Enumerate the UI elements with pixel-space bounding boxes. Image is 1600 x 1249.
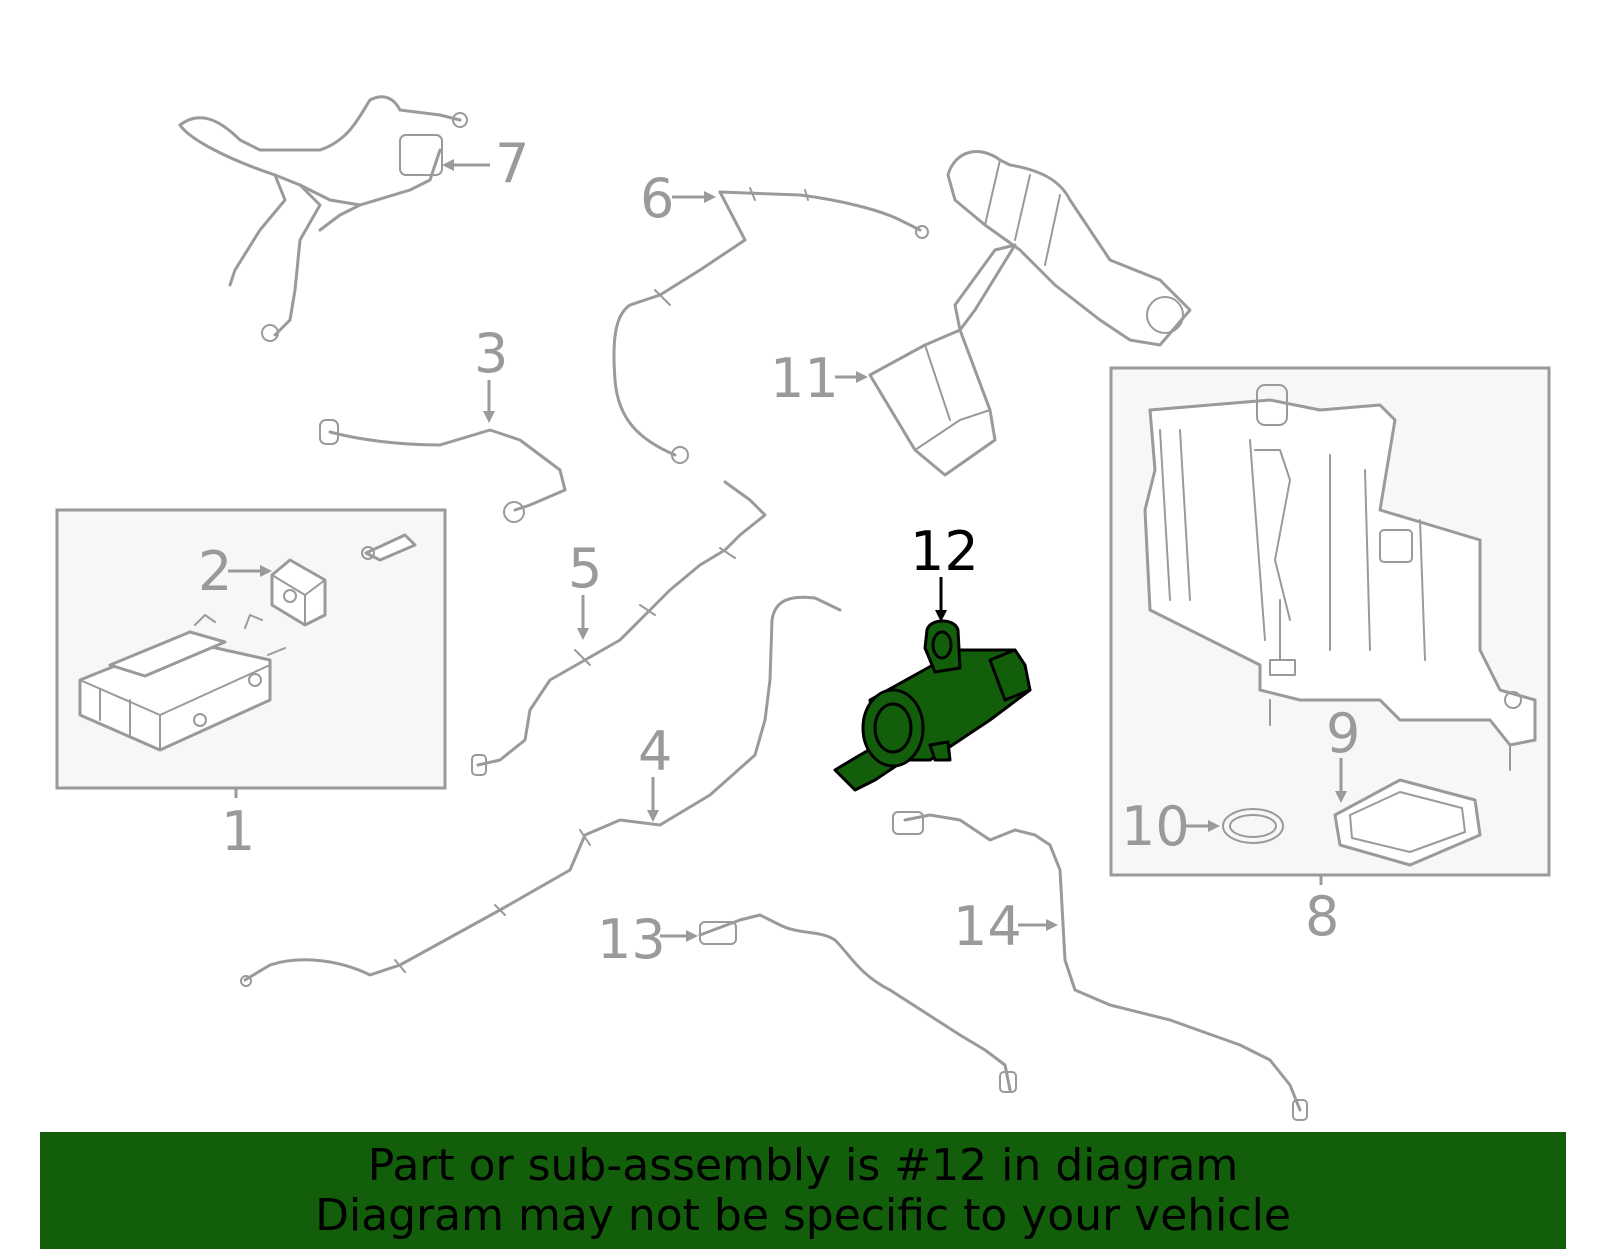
- callout-9: 9: [1326, 702, 1360, 765]
- info-banner: Part or sub-assembly is #12 in diagram D…: [40, 1132, 1566, 1249]
- callout-11: 11: [770, 347, 839, 410]
- callout-10: 10: [1121, 795, 1190, 858]
- callout-13: 13: [597, 908, 666, 971]
- part-13-tube: [698, 913, 1017, 1093]
- part-4-tube: [240, 595, 842, 987]
- callout-1: 1: [221, 800, 255, 863]
- callout-6: 6: [640, 167, 674, 230]
- part-8-reservoir: [1143, 384, 1537, 771]
- part-11-hose: [868, 150, 1192, 477]
- callout-4: 4: [638, 720, 672, 783]
- part-14-tube: [892, 811, 1308, 1121]
- banner-line-1: Part or sub-assembly is #12 in diagram: [367, 1139, 1239, 1191]
- part-7-harness: [178, 95, 468, 342]
- callout-3: 3: [474, 322, 508, 385]
- part-6-tube: [612, 187, 929, 464]
- part-5-tube: [471, 480, 767, 776]
- callout-14: 14: [953, 895, 1022, 958]
- callout-2: 2: [198, 540, 232, 603]
- callout-7: 7: [495, 132, 529, 195]
- part-2-cap: [270, 558, 327, 627]
- part-9-gasket: [1333, 778, 1482, 867]
- part-10-oring: [1222, 808, 1284, 844]
- callout-8: 8: [1305, 885, 1339, 948]
- banner-line-2: Diagram may not be specific to your vehi…: [315, 1189, 1291, 1241]
- part-1-elbow: [361, 533, 417, 562]
- callout-12: 12: [910, 520, 979, 583]
- callout-5: 5: [568, 537, 602, 600]
- part-1-canister: [78, 614, 286, 752]
- part-12-highlighted: [833, 619, 1032, 792]
- part-3-tube: [319, 419, 567, 523]
